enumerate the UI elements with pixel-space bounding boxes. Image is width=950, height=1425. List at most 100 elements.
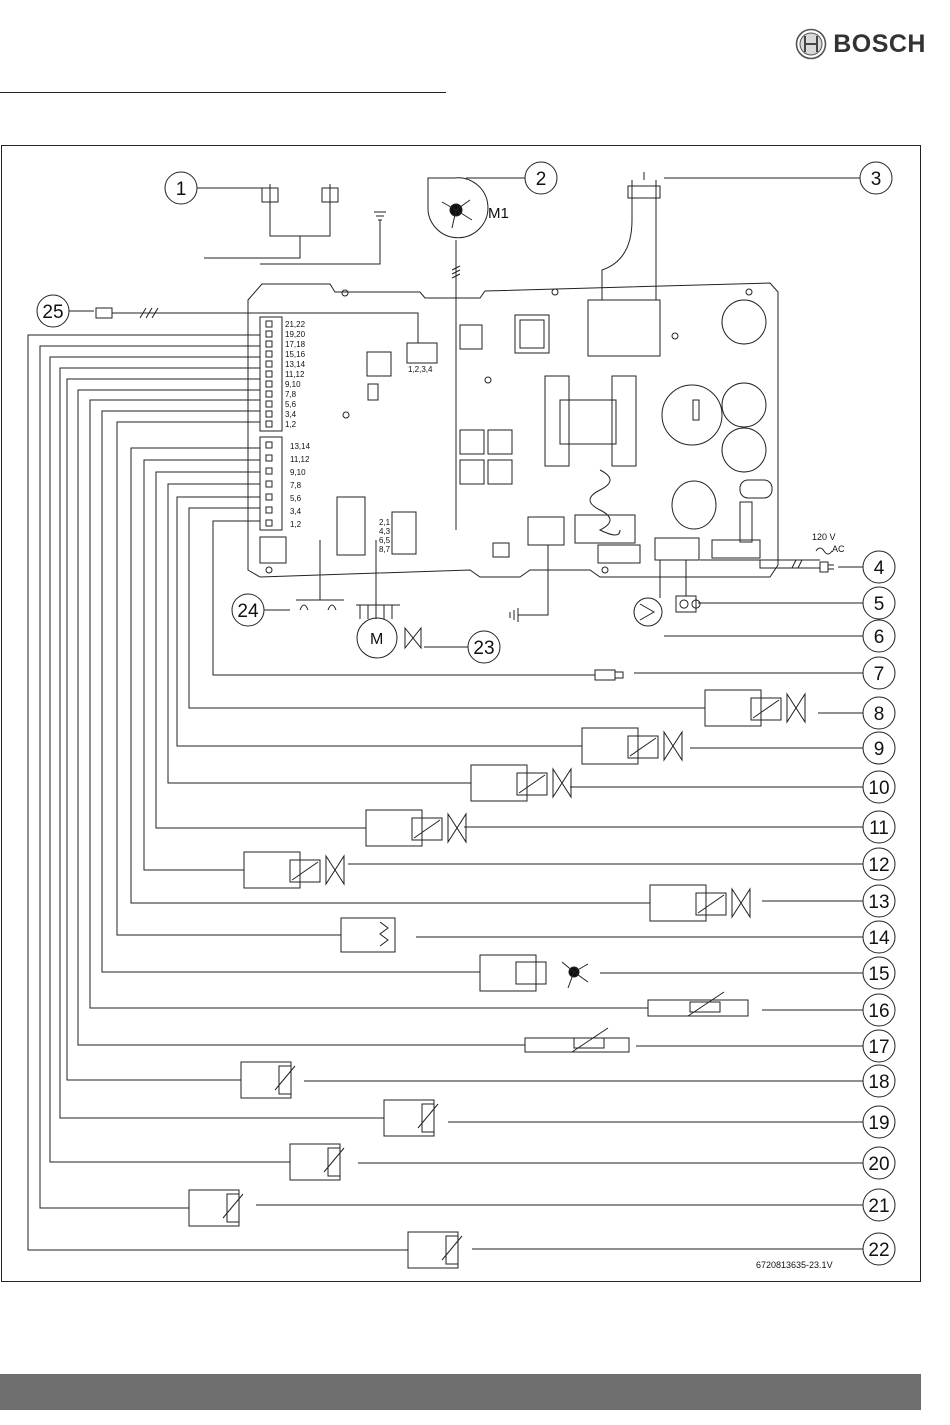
connector-b-pin-label: 1,2 — [290, 520, 302, 529]
harness-wire — [213, 521, 595, 675]
connector-a-pin-label: 17,18 — [285, 340, 306, 349]
pin — [266, 321, 272, 327]
callout-13: 13 — [762, 885, 895, 917]
callout-7: 7 — [634, 657, 895, 689]
harness-wire — [117, 422, 341, 935]
pin — [266, 481, 272, 487]
connector-b-pin-label: 13,14 — [290, 442, 311, 451]
callout-5: 5 — [698, 587, 895, 619]
callout-3: 3 — [664, 162, 892, 194]
pin — [266, 442, 272, 448]
motor-label: M — [370, 631, 383, 648]
harness-wire — [156, 472, 366, 828]
callout-20: 20 — [358, 1147, 895, 1179]
sensor-25 — [96, 308, 418, 343]
connector-a-pin-label: 13,14 — [285, 360, 306, 369]
connector-b-pin-label: 9,10 — [290, 468, 306, 477]
control-board-outline — [248, 283, 778, 577]
callout-number: 24 — [237, 601, 259, 622]
connector-c-pin-label: 4,3 — [379, 527, 391, 536]
connector-a-pin-label: 7,8 — [285, 390, 297, 399]
ntc-sensor-16 — [648, 992, 748, 1016]
callout-11: 11 — [464, 811, 895, 843]
pin — [266, 520, 272, 526]
callout-14: 14 — [416, 921, 895, 953]
callout-number: 10 — [868, 778, 889, 799]
callout-6: 6 — [664, 620, 895, 652]
callout-10: 10 — [570, 771, 895, 803]
ntc-sensor-17 — [525, 1028, 629, 1052]
harness-wire — [90, 400, 648, 1008]
solenoid-valve-10 — [471, 765, 571, 801]
pin — [266, 381, 272, 387]
connector-b-pin-label: 7,8 — [290, 481, 302, 490]
connector-a-pin-label: 21,22 — [285, 320, 306, 329]
callout-number: 22 — [868, 1240, 889, 1261]
pin — [266, 507, 272, 513]
connector-c-pin-label: 6,5 — [379, 536, 391, 545]
callout-number: 5 — [874, 594, 885, 615]
board-capacitor — [460, 430, 484, 454]
callout-8: 8 — [818, 697, 895, 729]
solenoid-valve-13 — [650, 885, 750, 921]
callout-18: 18 — [304, 1065, 895, 1097]
board-connector-d — [407, 343, 437, 363]
connector-b-pin-label: 11,12 — [290, 455, 310, 464]
pin — [266, 351, 272, 357]
connector-b-pin-label: 3,4 — [290, 507, 302, 516]
board-connector-c — [392, 512, 416, 554]
callout-1: 1 — [165, 172, 262, 204]
harness-wire — [50, 357, 290, 1162]
connector-b-pin-label: 5,6 — [290, 494, 302, 503]
connector-b — [260, 437, 282, 530]
valve-23-icon — [405, 628, 421, 648]
callout-number: 15 — [868, 964, 889, 985]
board-transformer-box — [588, 300, 660, 356]
flame-sensor — [602, 172, 660, 300]
connector-a-pin-label: 19,20 — [285, 330, 306, 339]
power-voltage: 120 V — [812, 532, 836, 542]
pin — [266, 371, 272, 377]
callout-number: 2 — [536, 169, 547, 190]
board-connector-f — [655, 538, 699, 560]
thermal-fuse-icon — [676, 596, 700, 612]
callout-9: 9 — [690, 732, 895, 764]
harness-wire — [60, 368, 384, 1118]
callout-number: 21 — [868, 1196, 889, 1217]
callout-17: 17 — [636, 1030, 895, 1062]
callout-number: 7 — [874, 664, 885, 685]
ntc-sensor-20 — [290, 1144, 344, 1180]
callout-number: 13 — [868, 892, 889, 913]
callout-number: 20 — [868, 1154, 889, 1175]
harness-wire — [189, 508, 705, 708]
callout-4: 4 — [838, 551, 895, 583]
ac-symbol-icon — [816, 548, 832, 554]
ntc-sensor-22 — [408, 1232, 462, 1268]
board-heatsink — [662, 385, 722, 445]
callout-number: 8 — [874, 704, 885, 725]
callout-21: 21 — [256, 1189, 895, 1221]
callout-25: 25 — [37, 295, 94, 327]
power-type: AC — [832, 544, 845, 554]
connector-a-pin-label: 11,12 — [285, 370, 305, 379]
ntc-sensor-21 — [189, 1190, 243, 1226]
callout-number: 1 — [176, 179, 187, 200]
pin — [266, 411, 272, 417]
pin — [266, 494, 272, 500]
pin — [266, 341, 272, 347]
callout-2: 2 — [466, 162, 557, 194]
board-capacitor — [722, 300, 766, 344]
connector-a-pin-label: 15,16 — [285, 350, 306, 359]
pin — [266, 468, 272, 474]
callout-number: 18 — [868, 1072, 889, 1093]
power-plug-icon — [820, 562, 834, 572]
footer-bar — [0, 1374, 921, 1410]
solenoid-valve-8 — [705, 690, 805, 726]
harness-wire — [40, 346, 260, 1208]
connector-a-pin-label: 3,4 — [285, 410, 297, 419]
board-coil — [590, 470, 620, 535]
board-connector-g — [337, 497, 365, 555]
solenoid-valve-12 — [244, 852, 344, 888]
pin — [266, 401, 272, 407]
fan-label: M1 — [488, 205, 509, 222]
